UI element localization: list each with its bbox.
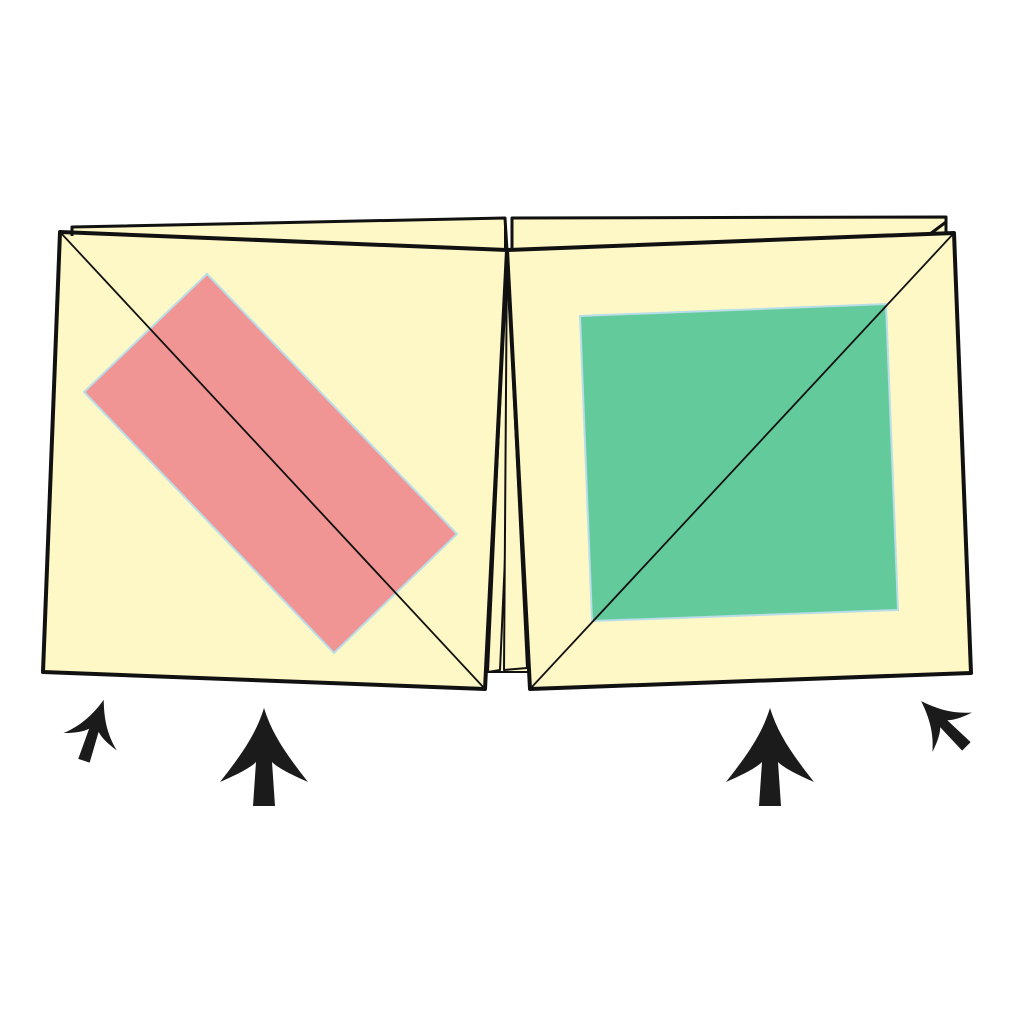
small-arrow-right <box>921 701 973 753</box>
right-panel-square <box>578 302 900 623</box>
left-panel-diagonal-fold <box>59 231 486 690</box>
right-panel <box>505 231 973 691</box>
back-flap-right-corner <box>929 220 947 236</box>
right-panel-outline <box>505 231 973 691</box>
left-panel-outline <box>41 230 509 691</box>
back-flap-left-edge <box>70 216 509 251</box>
arrow-up-left-icon <box>921 701 973 753</box>
small-arrow-left <box>63 699 117 763</box>
large-arrow-left <box>220 708 308 806</box>
arrow-up-icon <box>220 708 308 806</box>
back-flap-right-edge <box>510 215 948 250</box>
arrows <box>63 699 973 806</box>
large-arrow-right <box>726 708 814 806</box>
right-panel-diagonal-fold <box>529 232 955 690</box>
arrow-up-icon <box>726 708 814 806</box>
left-panel <box>41 230 509 691</box>
back-flap-edges <box>70 215 948 251</box>
arrow-up-right-icon <box>63 699 117 763</box>
